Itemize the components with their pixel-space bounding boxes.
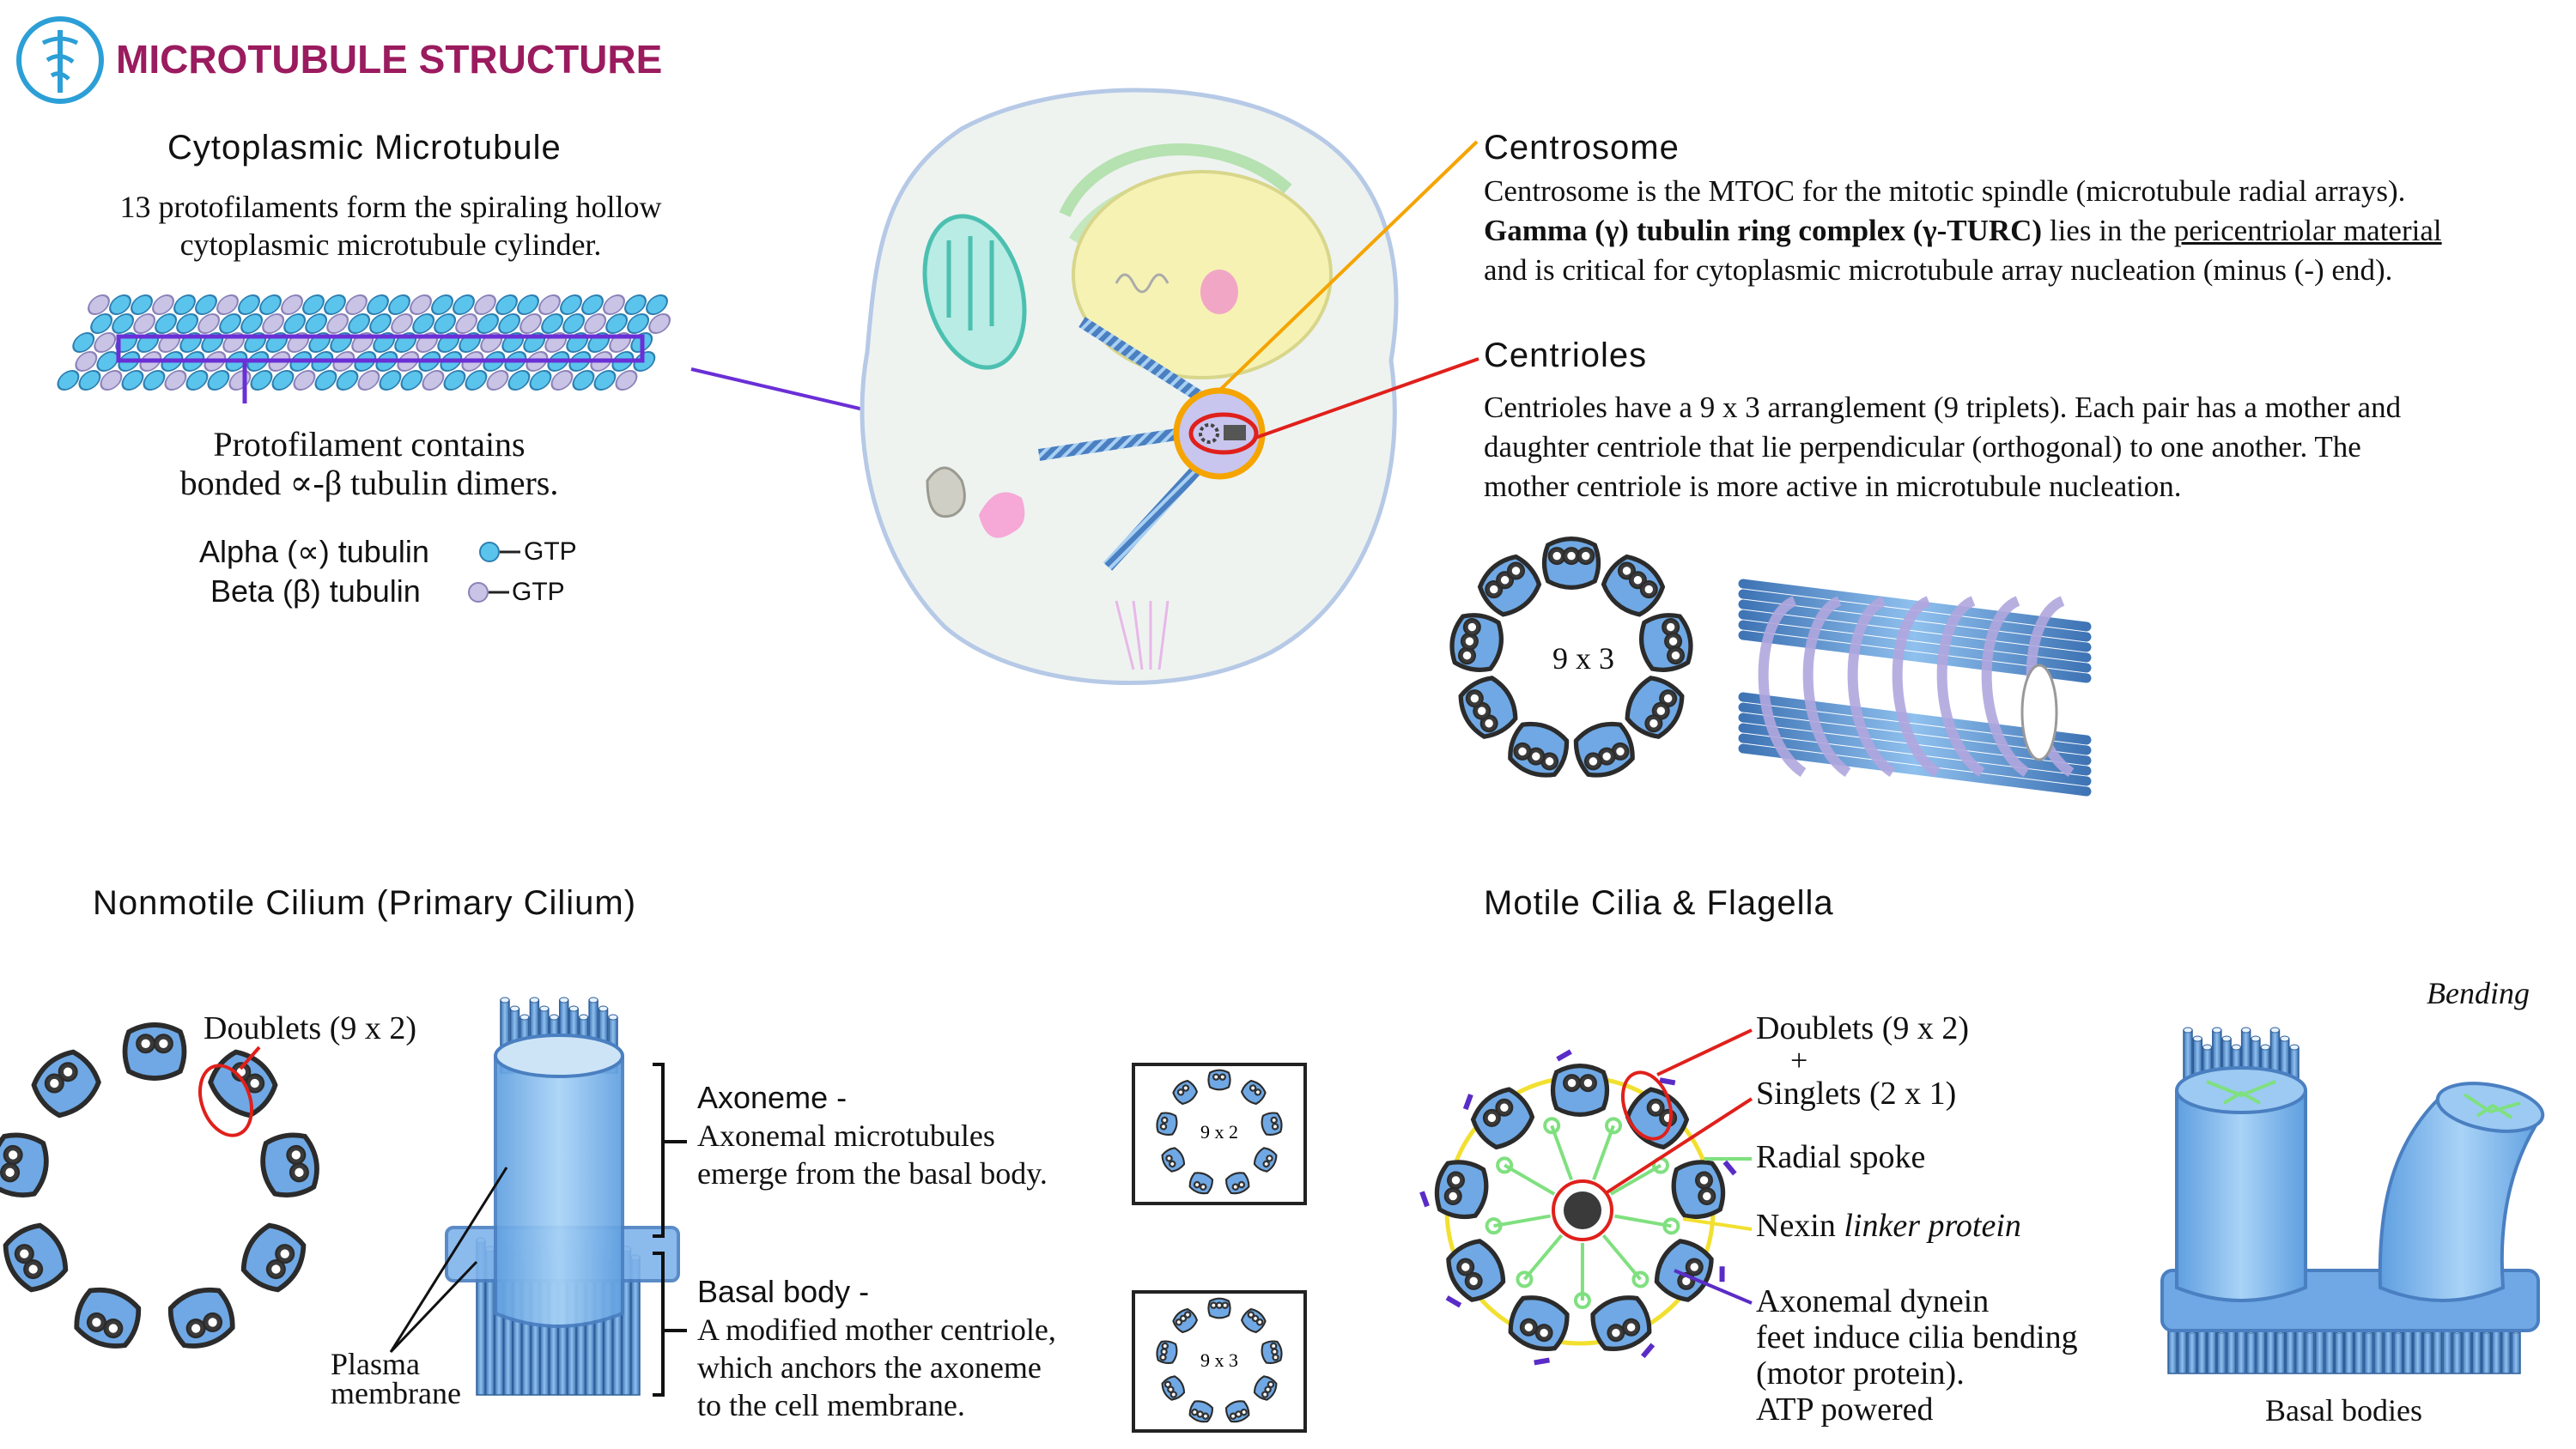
motile-heading: Motile Cilia & Flagella: [1484, 884, 1834, 922]
cytoplasmic-heading: Cytoplasmic Microtubule: [167, 129, 562, 167]
centrosome-line2-mid: lies in the: [2042, 214, 2174, 247]
nonmotile-doublet-ring: [0, 1022, 319, 1349]
legend-beta-gtp: GTP: [512, 578, 565, 606]
cytoplasmic-microtubule-drawing: [57, 294, 1040, 603]
centriole-barrel: [1738, 579, 2092, 797]
radial-spoke-label: Radial spoke: [1756, 1139, 1926, 1175]
motile-cilia-pair: [2160, 1027, 2545, 1374]
mini-box-9x2-label: 9 x 2: [1200, 1121, 1238, 1143]
centrioles-line2: daughter centriole that lie perpendicula…: [1484, 430, 2361, 464]
centriole-ring-label: 9 x 3: [1552, 641, 1614, 676]
pericentriolar-term: pericentriolar material: [2173, 214, 2442, 247]
centrioles-line1: Centrioles have a 9 x 3 arranglement (9 …: [1484, 391, 2402, 424]
dynein-line1: Axonemal dynein: [1756, 1283, 1990, 1319]
basal-body-line2: which anchors the axoneme: [697, 1350, 1042, 1385]
alpha-tubulin-icon: [479, 542, 500, 562]
cytoplasmic-desc-line1: 13 protofilaments form the spiraling hol…: [119, 190, 662, 224]
caduceus-icon: [16, 16, 104, 104]
legend-alpha-label: Alpha (∝) tubulin: [199, 534, 429, 569]
centrioles-leader-line: [1255, 357, 1479, 440]
cell-drawing: [860, 88, 1399, 685]
dynein-line3: (motor protein).: [1756, 1355, 1965, 1391]
axoneme-line2: emerge from the basal body.: [697, 1156, 1048, 1191]
protofilament-line1: Protofilament contains: [213, 425, 526, 464]
nonmotile-heading: Nonmotile Cilium (Primary Cilium): [93, 884, 637, 922]
axoneme-line1: Axonemal microtubules: [697, 1119, 995, 1153]
cytoplasmic-desc-line2: cytoplasmic microtubule cylinder.: [179, 227, 602, 262]
plasma-membrane-line1: Plasma: [331, 1347, 420, 1381]
centrosome-leader-line: [1218, 140, 1479, 392]
primary-cilium-drawing: [389, 997, 687, 1397]
centrosome-heading: Centrosome: [1484, 129, 1680, 167]
basal-body-title: Basal body -: [697, 1274, 870, 1309]
dynein-line2: feet induce cilia bending: [1756, 1319, 2078, 1355]
bending-label: Bending: [2427, 976, 2530, 1010]
nonmotile-doublets-label: Doublets (9 x 2): [204, 1010, 417, 1046]
basal-body-line1: A modified mother centriole,: [697, 1313, 1056, 1347]
basal-bodies-label: Basal bodies: [2265, 1393, 2422, 1428]
beta-tubulin-icon: [468, 582, 489, 603]
protofilament-highlight: [116, 334, 645, 363]
singlets-label: Singlets (2 x 1): [1756, 1076, 1957, 1112]
centrosome-line2: Gamma (γ) tubulin ring complex (γ-TURC) …: [1484, 211, 2442, 251]
centrioles-heading: Centrioles: [1484, 336, 1648, 374]
legend-alpha-gtp: GTP: [524, 537, 577, 566]
nexin-term: Nexin: [1756, 1208, 1836, 1244]
motile-doublets-label: Doublets (9 x 2): [1756, 1010, 1970, 1046]
dynein-line4: ATP powered: [1756, 1391, 1934, 1428]
centrosome-line1: Centrosome is the MTOC for the mitotic s…: [1484, 174, 2406, 208]
plasma-membrane-line2: membrane: [331, 1376, 461, 1410]
motile-axoneme-cross-section: [1419, 1028, 1753, 1366]
axoneme-title: Axoneme -: [697, 1080, 848, 1115]
motile-plus-sign: +: [1790, 1043, 1808, 1077]
centrioles-line3: mother centriole is more active in micro…: [1484, 470, 2182, 503]
mini-box-9x3-label: 9 x 3: [1200, 1349, 1238, 1371]
nexin-italic: linker protein: [1844, 1208, 2021, 1244]
legend-beta-label: Beta (β) tubulin: [210, 573, 421, 609]
centrosome-line3: and is critical for cytoplasmic microtub…: [1484, 253, 2393, 287]
protofilament-line2: bonded ∝-β tubulin dimers.: [179, 464, 559, 502]
centriole-ring-9x3: [1449, 537, 1693, 778]
basal-body-line3: to the cell membrane.: [697, 1388, 965, 1422]
gamma-turc-term: Gamma (γ) tubulin ring complex (γ-TURC): [1484, 214, 2043, 247]
nexin-label: Nexin linker protein: [1756, 1207, 2021, 1245]
page-title: MICROTUBULE STRUCTURE: [116, 37, 663, 82]
